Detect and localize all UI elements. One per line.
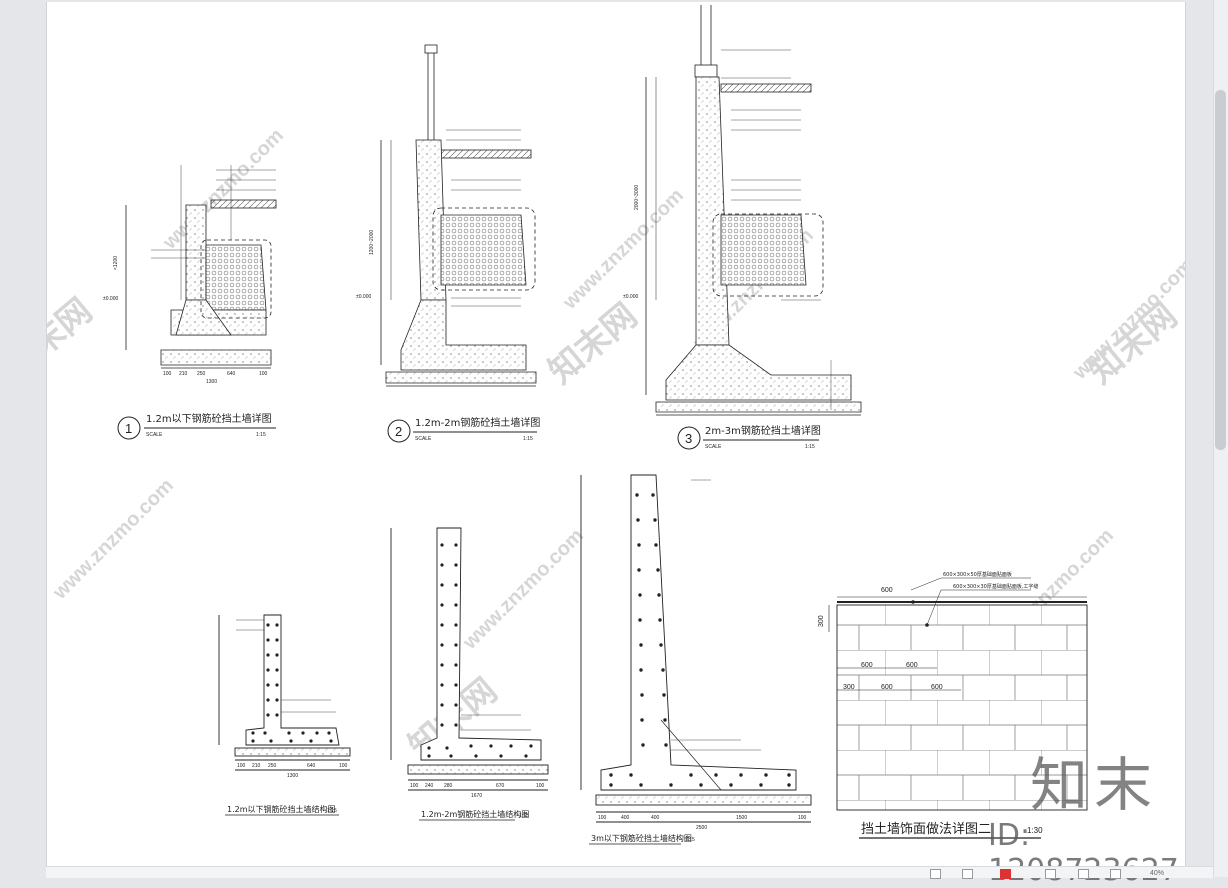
record-icon[interactable] [1000,869,1011,879]
scale-value: 1:15 [256,432,266,438]
detail-number: 1 [125,421,132,436]
dim-label: 670 [496,783,505,789]
dim-label: 100 [798,815,807,821]
dim-total: 1300 [287,773,298,779]
dim-label: 210 [252,763,261,769]
detail-number: 3 [685,431,692,446]
structure-title: 3m以下钢筋砼挡土墙结构图 [591,833,692,843]
structure-1-rebar [251,623,333,743]
grid-view-icon[interactable] [962,869,973,879]
structure-title: 1.2m-2m钢筋砼挡土墙结构图 [421,809,529,819]
detail-number: 2 [395,424,402,439]
dim-label: 250 [268,763,277,769]
facade-detail: 600×300×50厚基础面贴面板 600×300×30厚基础面贴面板,工字缝 … [818,571,1088,839]
scale-label: SCALE [146,432,163,438]
dim-total: 2500 [696,825,707,831]
detail-2-caption: 2 1.2m-2m钢筋砼挡土墙详图 SCALE 1:15 [387,416,540,443]
structure-3 [580,474,812,823]
facade-note: 600×300×30厚基础面贴面板,工字缝 [953,583,1038,590]
dim-label: 100 [237,763,246,769]
detail-1-caption: 1 1.2m以下钢筋砼挡土墙详图 SCALE 1:15 [117,412,276,440]
structure-1 [218,614,351,771]
dim-label: 100 [259,371,268,377]
height-label: 1200~2000 [369,230,375,255]
dim-label: 300 [843,684,855,691]
facade-note: 600×300×50厚基础面贴面板 [943,571,1012,578]
height-label: <1200 [113,256,119,270]
structure-2-rebar [427,543,533,758]
dim-label: 100 [339,763,348,769]
watermark-text: www.znzmo.com [158,125,288,255]
zoom-level[interactable]: 40% [1150,870,1165,877]
dim-total: 1670 [471,793,482,799]
structure-scale: 1:15 [327,808,337,814]
dim-label: 600 [861,662,873,669]
dim-label: 100 [163,371,172,377]
facade-title: 挡土墙饰面做法详图二 [861,822,991,837]
elevation-label: ±0.000 [103,296,118,302]
dim-label: 250 [197,371,206,377]
cad-drawing: www.znzmo.com www.znzmo.com www.znzmo.co… [47,5,1185,845]
structure-2 [390,527,549,791]
detail-title: 2m-3m钢筋砼挡土墙详图 [705,424,821,437]
structure-3-dims: 100 400 400 1500 100 2500 [598,815,807,831]
facade-scale: 1:30 [1027,826,1043,835]
dim-label: 600 [881,587,893,594]
dim-label: 640 [307,763,316,769]
page-view-icon[interactable] [930,869,941,879]
structure-3-rebar [609,493,791,787]
scale-value: 1:15 [523,436,533,442]
dim-label: 100 [410,783,419,789]
dim-label: 240 [425,783,434,789]
elevation-label: ±0.000 [623,294,638,300]
structure-1-dims: 100 210 250 640 100 1300 [237,763,348,779]
detail-title: 1.2m以下钢筋砼挡土墙详图 [146,412,272,425]
detail-2-section [380,44,537,387]
watermark-text: www.znzmo.com [458,525,588,655]
scale-value: 1:15 [805,444,815,450]
dim-label: 400 [621,815,630,821]
dim-label: 300 [818,615,825,627]
dim-label: 280 [444,783,453,789]
structure-2-caption: 1.2m-2m钢筋砼挡土墙结构图 1:15 [419,809,529,821]
elevation-label: ±0.000 [356,294,371,300]
dim-total: 1300 [206,379,217,385]
watermark-cn: 知末网 [542,296,645,391]
scrollbar-thumb[interactable] [1215,90,1226,450]
dim-label: 210 [179,371,188,377]
scale-label: SCALE [705,444,722,450]
dim-label: 600 [881,684,893,691]
structure-1-caption: 1.2m以下钢筋砼挡土墙结构图 1:15 [225,804,339,816]
detail-1-dims: 100 210 250 640 100 1300 ±0.000 <1200 [103,256,268,385]
dim-label: 1500 [736,815,747,821]
detail-3-caption: 3 2m-3m钢筋砼挡土墙详图 SCALE 1:15 [677,424,821,450]
bottom-toolbar [46,866,1213,878]
drawing-sheet: www.znzmo.com www.znzmo.com www.znzmo.co… [46,2,1186,868]
dim-label: 100 [536,783,545,789]
structure-scale: 1:15 [685,837,695,843]
left-gutter [0,0,46,877]
structure-scale: 1:15 [519,813,529,819]
structure-title: 1.2m以下钢筋砼挡土墙结构图 [227,804,336,814]
scale-label: SCALE [415,436,432,442]
detail-3-dims: ±0.000 2000~3000 [623,185,640,300]
dim-label: 400 [651,815,660,821]
watermark-cn: 知末网 [47,291,99,386]
brand-logo: 知末 [1030,751,1159,819]
dim-label: 600 [906,662,918,669]
export-icon[interactable] [1110,869,1121,879]
crop-icon[interactable] [1078,869,1089,879]
structure-3-caption: 3m以下钢筋砼挡土墙结构图 1:15 [589,833,695,845]
fit-page-icon[interactable] [1045,869,1056,879]
detail-title: 1.2m-2m钢筋砼挡土墙详图 [415,416,540,429]
dim-label: 640 [227,371,236,377]
detail-3-section [645,5,862,416]
watermark-text: www.znzmo.com [48,475,178,605]
detail-2-dims: ±0.000 1200~2000 [356,230,375,300]
detail-1-section [125,165,277,369]
height-label: 2000~3000 [634,185,640,210]
dim-label: 600 [931,684,943,691]
structure-2-dims: 100 240 280 670 100 1670 [410,783,545,799]
dim-label: 100 [598,815,607,821]
